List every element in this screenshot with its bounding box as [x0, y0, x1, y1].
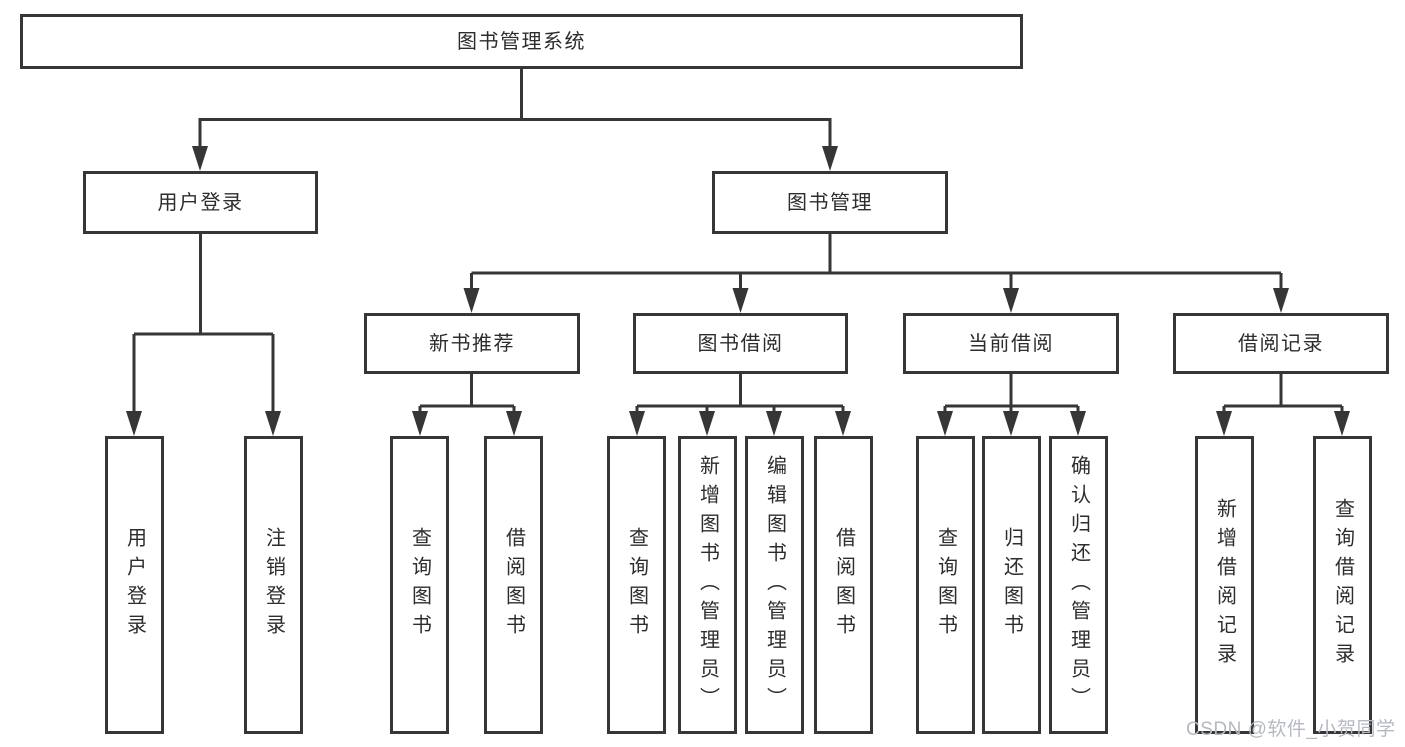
leaf-label: 确认归还（管理员）: [1067, 454, 1090, 716]
leaf-label: 查询图书: [934, 527, 957, 643]
arrow-down-icon: [699, 411, 715, 436]
arrow-down-icon: [822, 146, 838, 171]
connector-current-borrow-to-leaves: [943, 373, 1080, 414]
node-label: 图书借阅: [697, 332, 784, 355]
leaf-node-edit-books-admin: 编辑图书（管理员）: [745, 436, 804, 734]
leaf-label: 用户登录: [123, 527, 146, 643]
node-label: 新书推荐: [429, 332, 515, 355]
leaf-label: 归还图书: [1000, 527, 1023, 643]
leaf-node-confirm-return-admin: 确认归还（管理员）: [1049, 436, 1108, 734]
node-new-book-recommend: 新书推荐: [364, 313, 580, 374]
node-label: 用户登录: [157, 191, 244, 214]
leaf-label: 注销登录: [262, 527, 285, 643]
arrow-down-icon: [412, 411, 428, 436]
leaf-label: 新增借阅记录: [1213, 498, 1236, 672]
connector-user-login-to-leaves: [132, 233, 275, 415]
connector-borrow-record-to-leaves: [1222, 373, 1344, 414]
leaf-node-add-books-admin: 新增图书（管理员）: [678, 436, 737, 734]
arrow-down-icon: [1003, 288, 1019, 313]
leaf-label: 编辑图书（管理员）: [763, 454, 786, 716]
csdn-watermark: CSDN @软件_小贺同学: [1186, 719, 1396, 740]
node-book-borrow: 图书借阅: [633, 313, 848, 374]
leaf-node-query-books: 查询图书: [607, 436, 666, 734]
arrow-down-icon: [506, 411, 522, 436]
node-borrow-record: 借阅记录: [1173, 313, 1389, 374]
leaf-label: 借阅图书: [832, 527, 855, 643]
leaf-node-return-books: 归还图书: [982, 436, 1041, 734]
node-current-borrow: 当前借阅: [903, 313, 1119, 374]
node-label: 借阅记录: [1238, 332, 1324, 355]
arrow-down-icon: [766, 411, 782, 436]
leaf-node-query-books: 查询图书: [390, 436, 449, 734]
connector-book-management-to-level3: [470, 233, 1283, 292]
connector-book-borrow-to-leaves: [635, 373, 845, 414]
leaf-label: 新增图书（管理员）: [696, 454, 719, 716]
leaf-node-user-login: 用户登录: [105, 436, 164, 734]
leaf-node-add-borrow-record: 新增借阅记录: [1195, 436, 1254, 734]
arrow-down-icon: [463, 288, 480, 313]
connector-new-book-to-leaves: [418, 373, 516, 414]
leaf-node-borrow-books: 借阅图书: [814, 436, 873, 734]
leaf-label: 查询借阅记录: [1331, 498, 1354, 672]
arrow-down-icon: [192, 146, 208, 171]
arrow-down-icon: [1070, 411, 1086, 436]
arrow-down-icon: [1334, 411, 1350, 436]
arrow-down-icon: [937, 411, 953, 436]
leaf-label: 查询图书: [408, 527, 431, 643]
node-book-management: 图书管理: [712, 171, 948, 234]
node-root: 图书管理系统: [20, 14, 1023, 69]
connector-root-to-level2: [198, 68, 832, 150]
leaf-label: 借阅图书: [502, 527, 525, 643]
leaf-label: 查询图书: [625, 527, 648, 643]
leaf-node-query-books: 查询图书: [916, 436, 975, 734]
arrow-down-icon: [835, 411, 851, 436]
arrow-down-icon: [126, 411, 142, 436]
arrow-down-icon: [1003, 411, 1019, 436]
arrow-down-icon: [265, 411, 281, 436]
arrow-down-icon: [1273, 288, 1289, 313]
leaf-node-query-borrow-record: 查询借阅记录: [1313, 436, 1372, 734]
leaf-node-borrow-books: 借阅图书: [484, 436, 543, 734]
arrow-down-icon: [1216, 411, 1232, 436]
arrow-down-icon: [732, 288, 749, 313]
arrow-down-icon: [629, 411, 645, 436]
node-root-label: 图书管理系统: [457, 30, 586, 53]
leaf-node-logout: 注销登录: [244, 436, 303, 734]
node-label: 当前借阅: [968, 332, 1054, 355]
node-user-login: 用户登录: [83, 171, 318, 234]
node-label: 图书管理: [787, 191, 873, 214]
